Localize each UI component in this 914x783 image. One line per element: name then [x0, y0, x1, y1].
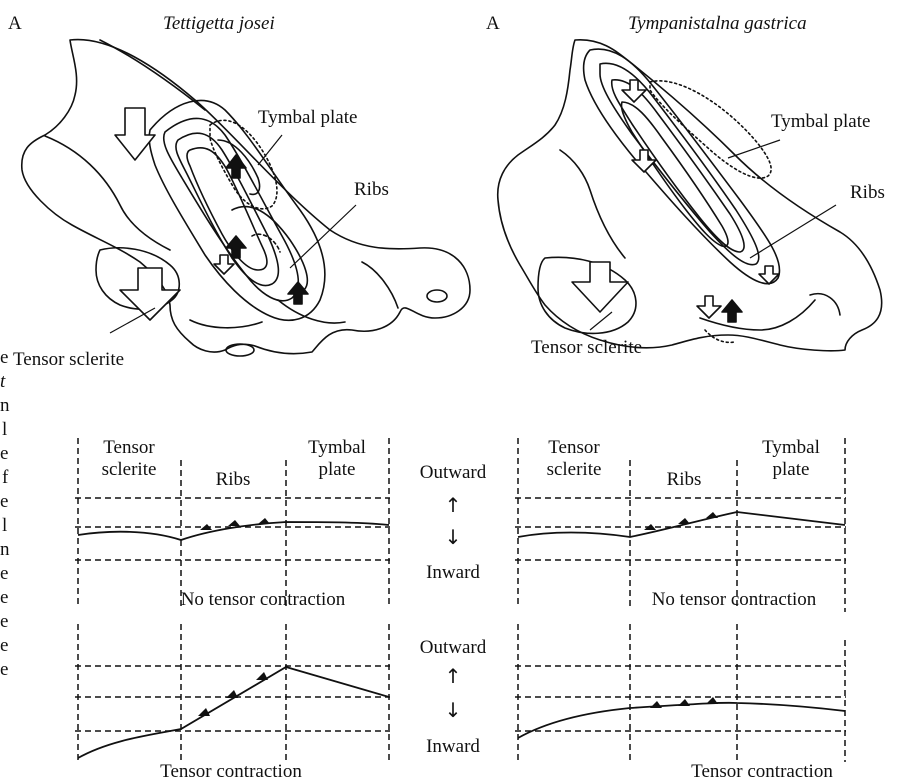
- panel-letter-left: A: [8, 14, 22, 33]
- label-outward-upper: Outward: [420, 463, 486, 482]
- col-header-line: Tensor: [102, 437, 157, 459]
- label-tensor-sclerite-left: Tensor sclerite: [13, 350, 124, 369]
- rib-marker-icon: [228, 520, 240, 526]
- label-inward-lower: Inward: [426, 737, 480, 756]
- rib-marker-icon: [650, 701, 662, 708]
- down-arrow-icon: ↓: [445, 527, 462, 547]
- margin-letter: e: [0, 564, 8, 583]
- margin-letter: f: [2, 468, 8, 487]
- rib-marker-icon: [678, 699, 690, 706]
- label-outward-lower: Outward: [420, 638, 486, 657]
- col-header-line: plate: [308, 459, 366, 481]
- col-header-line: sclerite: [102, 459, 157, 481]
- col-header-line: Tymbal: [762, 437, 820, 459]
- col-header-ribs-right: Ribs: [667, 470, 702, 489]
- caption-no-contraction-left: No tensor contraction: [181, 590, 346, 609]
- margin-letter: e: [0, 636, 8, 655]
- tymbal-plate-outline-right: [650, 81, 771, 178]
- margin-letter: e: [0, 588, 8, 607]
- rib-marker-icon: [256, 672, 268, 680]
- caption-contraction-right: Tensor contraction: [691, 762, 833, 781]
- rib-marker-icon: [706, 512, 718, 518]
- caption-contraction-left: Tensor contraction: [160, 762, 302, 781]
- col-header-line: sclerite: [547, 459, 602, 481]
- down-arrow-icon: ↓: [445, 700, 462, 720]
- label-ribs-right: Ribs: [850, 183, 885, 202]
- up-arrow-icon: ↑: [445, 495, 462, 515]
- label-tensor-sclerite-right: Tensor sclerite: [531, 338, 642, 357]
- species-name-right: Tympanistalna gastrica: [628, 14, 807, 33]
- label-inward-upper: Inward: [426, 563, 480, 582]
- margin-letter: e: [0, 348, 8, 367]
- margin-letter: t: [0, 372, 5, 391]
- up-arrow-icon: ↑: [445, 666, 462, 686]
- col-header-line: Tymbal: [308, 437, 366, 459]
- rib-marker-icon: [706, 697, 718, 704]
- rib-marker-icon: [678, 518, 690, 524]
- col-header-tensor-sclerite-right: Tensor sclerite: [547, 437, 602, 481]
- label-tymbal-plate-right: Tymbal plate: [771, 112, 870, 131]
- label-tymbal-plate-left: Tymbal plate: [258, 108, 357, 127]
- margin-letter: e: [0, 660, 8, 679]
- solid-arrow-icon: [722, 300, 742, 322]
- col-header-line: Tensor: [547, 437, 602, 459]
- body-outline-left: [22, 40, 470, 354]
- label-ribs-left: Ribs: [354, 180, 389, 199]
- col-header-ribs-left: Ribs: [216, 470, 251, 489]
- profile-curves: [78, 512, 845, 758]
- margin-letter: n: [0, 396, 10, 415]
- profile-curve-lower-left: [78, 667, 389, 758]
- margin-letter: n: [0, 540, 10, 559]
- col-header-tymbal-plate-left: Tymbal plate: [308, 437, 366, 481]
- profile-curve-upper-right: [518, 512, 845, 537]
- col-header-line: plate: [762, 459, 820, 481]
- col-header-tensor-sclerite-left: Tensor sclerite: [102, 437, 157, 481]
- grid-lower-right: [515, 624, 846, 762]
- caption-no-contraction-right: No tensor contraction: [652, 590, 817, 609]
- margin-letter: e: [0, 444, 8, 463]
- margin-letter: e: [0, 492, 8, 511]
- solid-arrow-icon: [288, 282, 308, 304]
- tymbal-drawing-left: [22, 40, 470, 356]
- col-header-tymbal-plate-right: Tymbal plate: [762, 437, 820, 481]
- rib-marker-icon: [258, 518, 270, 524]
- hollow-arrow-icon: [697, 296, 721, 318]
- tymbal-drawing-right: [498, 40, 882, 351]
- margin-letter: l: [2, 516, 7, 535]
- panel-letter-right: A: [486, 14, 500, 33]
- margin-letter: l: [2, 420, 7, 439]
- margin-letter: e: [0, 612, 8, 631]
- rib-marker-icon: [226, 690, 238, 698]
- hollow-arrow-icon: [572, 262, 628, 312]
- species-name-left: Tettigetta josei: [163, 14, 275, 33]
- profile-curve-lower-right: [518, 703, 845, 738]
- body-outline-right: [498, 40, 882, 351]
